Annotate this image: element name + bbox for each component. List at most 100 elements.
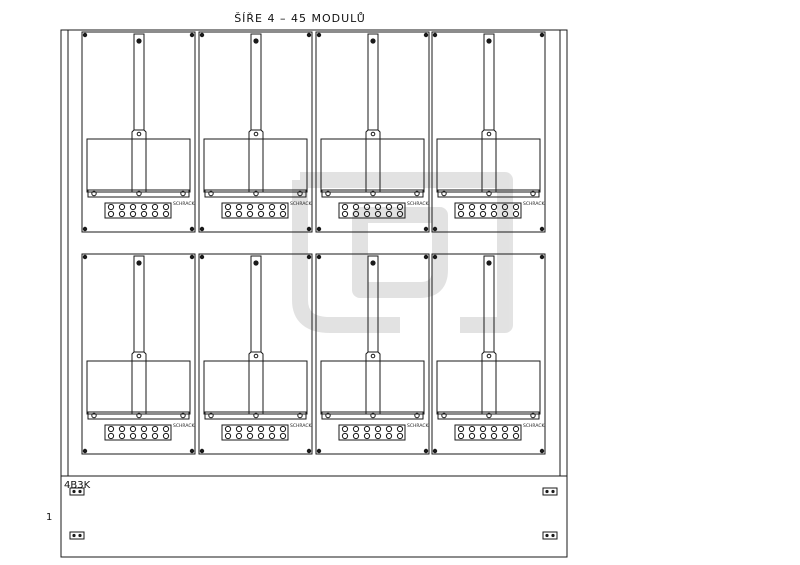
terminal-hole bbox=[385, 210, 393, 218]
corner-screw bbox=[82, 448, 88, 454]
terminal-hole bbox=[374, 432, 382, 440]
din-rail bbox=[437, 411, 540, 420]
terminal-hole bbox=[279, 203, 287, 211]
terminal-hole bbox=[224, 432, 232, 440]
rail-screw bbox=[208, 190, 214, 197]
terminal-hole bbox=[479, 203, 487, 211]
module-outline bbox=[431, 31, 546, 233]
terminal-hole bbox=[235, 203, 243, 211]
terminal-hole bbox=[341, 203, 349, 211]
terminal-hole bbox=[396, 425, 404, 433]
meter-module: SCHRACK bbox=[81, 31, 196, 233]
hanger-extension bbox=[248, 351, 264, 414]
rail-screw bbox=[180, 190, 186, 197]
terminal-hole bbox=[457, 432, 465, 440]
cabinet-frame bbox=[60, 29, 568, 558]
corner-screw bbox=[306, 32, 312, 38]
terminal-hole bbox=[129, 432, 137, 440]
hanger-extension bbox=[131, 129, 147, 192]
terminal-hole bbox=[224, 425, 232, 433]
terminal-hole bbox=[140, 203, 148, 211]
hanger-mid-screw bbox=[370, 353, 376, 359]
terminal-hole bbox=[129, 425, 137, 433]
corner-screw bbox=[189, 226, 195, 232]
terminal-hole bbox=[224, 210, 232, 218]
corner-screw bbox=[423, 226, 429, 232]
din-rail bbox=[87, 189, 190, 198]
terminal-hole bbox=[363, 210, 371, 218]
terminal-hole bbox=[385, 203, 393, 211]
corner-screw bbox=[432, 226, 438, 232]
rail-screw bbox=[297, 190, 303, 197]
terminal-hole bbox=[512, 425, 520, 433]
corner-screw bbox=[82, 32, 88, 38]
meter-hanger-strip bbox=[483, 255, 495, 353]
hanger-top-screw bbox=[370, 260, 376, 266]
rail-screw bbox=[441, 190, 447, 197]
fastener-bottom-right bbox=[542, 531, 558, 540]
terminal-hole bbox=[246, 432, 254, 440]
terminal-hole bbox=[235, 210, 243, 218]
terminal-hole bbox=[352, 432, 360, 440]
terminal-hole bbox=[257, 432, 265, 440]
module-outline bbox=[198, 31, 313, 233]
corner-screw bbox=[539, 32, 545, 38]
terminal-hole bbox=[162, 425, 170, 433]
terminal-hole bbox=[501, 425, 509, 433]
watermark-logo bbox=[292, 172, 513, 333]
terminal-hole bbox=[107, 210, 115, 218]
terminal-hole bbox=[396, 203, 404, 211]
corner-screw bbox=[82, 254, 88, 260]
terminal-hole bbox=[490, 210, 498, 218]
terminal-hole bbox=[268, 210, 276, 218]
terminal-hole bbox=[490, 432, 498, 440]
module-outline bbox=[198, 253, 313, 455]
corner-screw bbox=[306, 226, 312, 232]
din-rail bbox=[204, 189, 307, 198]
terminal-hole bbox=[341, 425, 349, 433]
terminal-hole bbox=[118, 203, 126, 211]
brand-label: SCHRACK bbox=[407, 201, 429, 207]
meter-module: SCHRACK bbox=[431, 31, 546, 233]
corner-screw bbox=[199, 32, 205, 38]
corner-screw bbox=[423, 448, 429, 454]
terminal-hole bbox=[457, 203, 465, 211]
meter-hanger-strip bbox=[133, 33, 145, 131]
corner-screw bbox=[539, 254, 545, 260]
rail-screw bbox=[414, 412, 420, 419]
corner-screw bbox=[316, 448, 322, 454]
brand-label: SCHRACK bbox=[407, 423, 429, 429]
din-rail bbox=[321, 411, 424, 420]
module-outline bbox=[81, 253, 196, 455]
terminal-hole bbox=[151, 210, 159, 218]
corner-screw bbox=[199, 254, 205, 260]
terminal-hole bbox=[374, 425, 382, 433]
terminal-hole bbox=[490, 425, 498, 433]
fastener-top-left bbox=[69, 487, 85, 496]
hanger-extension bbox=[365, 351, 381, 414]
terminal-hole bbox=[341, 210, 349, 218]
panel-code-label: 4B3K bbox=[64, 480, 91, 491]
corner-screw bbox=[432, 32, 438, 38]
terminal-hole bbox=[468, 432, 476, 440]
terminal-hole bbox=[363, 203, 371, 211]
terminal-hole bbox=[352, 425, 360, 433]
module-outline bbox=[81, 31, 196, 233]
terminal-hole bbox=[235, 425, 243, 433]
terminal-hole bbox=[268, 203, 276, 211]
hanger-extension bbox=[481, 351, 497, 414]
terminal-hole bbox=[512, 210, 520, 218]
meter-hanger-strip bbox=[367, 255, 379, 353]
corner-screw bbox=[316, 254, 322, 260]
meter-module: SCHRACK bbox=[315, 253, 430, 455]
terminal-hole bbox=[257, 425, 265, 433]
corner-screw bbox=[199, 226, 205, 232]
terminal-block bbox=[338, 424, 406, 441]
terminal-hole bbox=[279, 425, 287, 433]
meter-hanger-strip bbox=[483, 33, 495, 131]
corner-screw bbox=[306, 448, 312, 454]
terminal-hole bbox=[363, 425, 371, 433]
terminal-hole bbox=[468, 210, 476, 218]
terminal-hole bbox=[118, 210, 126, 218]
